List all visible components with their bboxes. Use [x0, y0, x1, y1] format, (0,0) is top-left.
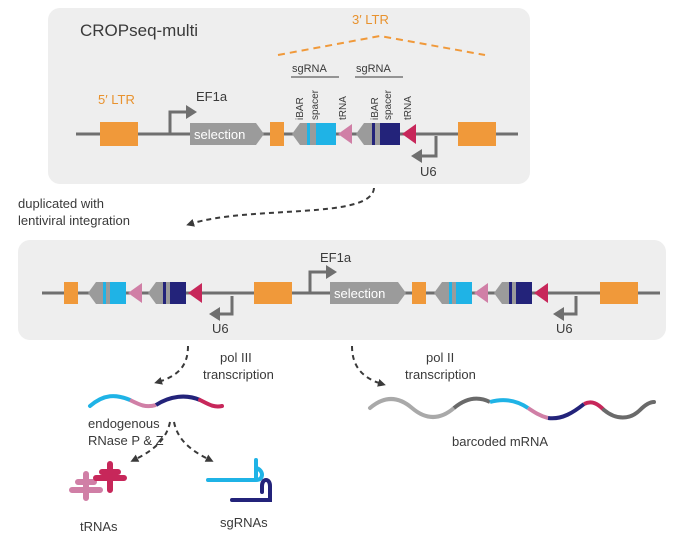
top-trna2 — [402, 124, 416, 144]
mrna-label: barcoded mRNA — [452, 434, 548, 449]
pol3-transcript-trna1 — [129, 398, 157, 409]
sgrna-navy-shape — [230, 478, 272, 502]
mrna-pink-segment — [526, 406, 549, 420]
pol3-transcript — [88, 394, 224, 409]
top-selection-label: selection — [194, 127, 245, 142]
middle-left-sgrna1-spacer — [110, 282, 126, 304]
middle-left-u6-arrowhead-icon — [209, 307, 220, 321]
trna-crimson-shape — [93, 461, 127, 493]
top-u6-label: U6 — [420, 164, 437, 179]
top-sgrna-label-2: sgRNA — [356, 63, 392, 75]
middle-right-sgrna2-ibar — [509, 282, 512, 304]
middle-selection-label: selection — [334, 286, 385, 301]
mrna-3prime-segment — [602, 400, 656, 420]
top-3ltr-wedge — [277, 34, 486, 56]
mrna-navy-segment — [547, 402, 586, 421]
pol3-label-line1: pol III — [220, 350, 252, 365]
top-5ltr-label: 5′ LTR — [98, 92, 135, 107]
middle-left-u6-label: U6 — [212, 321, 229, 336]
top-construct-panel: CROPseq-multi 3′ LTR 5′ LTR EF1a selecti… — [48, 8, 530, 184]
sgrna-products — [206, 458, 272, 502]
pol3-label-line2: transcription — [203, 367, 274, 382]
middle-right-sgrna2-spacer — [516, 282, 532, 304]
top-panel-background — [48, 8, 530, 184]
middle-right-u6-label: U6 — [556, 321, 573, 336]
top-3ltr-box — [458, 122, 496, 146]
middle-right-ltr — [600, 282, 638, 304]
trna-cloverleaf-crimson — [93, 461, 127, 493]
middle-left-u6-promoter-arrow-icon — [218, 296, 234, 316]
trna-pink-shape — [69, 471, 103, 501]
pol2-label-line2: transcription — [405, 367, 476, 382]
top-ibar-label-1: iBAR — [295, 97, 306, 120]
top-3ltr-label: 3′ LTR — [352, 12, 389, 27]
middle-right-u6-promoter-arrow-icon — [562, 296, 578, 316]
trna-cloverleaf-pink — [69, 471, 103, 501]
top-spacer-label-1: spacer — [310, 89, 321, 120]
middle-left-trna1 — [128, 283, 142, 303]
middle-selection-box — [330, 282, 406, 304]
mrna-crimson-segment — [583, 400, 606, 412]
middle-ef1a-label: EF1a — [320, 250, 352, 265]
processing-right-dashed-arrow-icon — [173, 421, 214, 462]
top-5ltr-box — [100, 122, 138, 146]
rnase-label-line1: endogenous — [88, 416, 160, 431]
middle-right-u6-arrowhead-icon — [553, 307, 564, 321]
middle-ef1a-arrowhead-icon — [326, 265, 337, 279]
pol3-transcript-spacer1 — [88, 394, 132, 408]
integrated-construct-panel: U6 EF1a selection U6 — [18, 240, 666, 340]
mrna-gray-segment — [452, 396, 491, 410]
mrna-cyan-segment — [489, 398, 530, 410]
pol3-dashed-curved-arrow-icon — [154, 345, 189, 385]
rnase-label-line2: RNase P & Z — [88, 433, 164, 448]
diagram-title: CROPseq-multi — [80, 21, 198, 40]
integration-caption-line1: duplicated with — [18, 196, 104, 211]
pol2-label-line1: pol II — [426, 350, 454, 365]
integration-caption-line2: lentiviral integration — [18, 213, 130, 228]
top-spacer-label-2: spacer — [383, 89, 394, 120]
middle-left-small-ltr — [64, 282, 78, 304]
top-ibar-label-2: iBAR — [370, 97, 381, 120]
middle-ef1a-promoter-arrow-icon — [308, 270, 328, 292]
top-sgrna1-spacer — [316, 123, 336, 145]
integration-dashed-curved-arrow-icon — [186, 187, 375, 227]
top-selection-box — [190, 123, 264, 145]
middle-right-small-ltr — [412, 282, 426, 304]
middle-right-sgrna1-spacer — [456, 282, 472, 304]
middle-right-trna2 — [534, 283, 548, 303]
trnas-label: tRNAs — [80, 519, 118, 534]
middle-left-sgrna2-ibar — [163, 282, 166, 304]
middle-right-sgrna1-ibar — [449, 282, 452, 304]
top-sgrna-label-1: sgRNA — [292, 63, 328, 75]
mrna-5prime-segment — [368, 397, 456, 419]
sgrna-cyan-shape — [206, 458, 264, 482]
top-ef1a-arrowhead-icon — [186, 105, 197, 119]
top-ef1a-promoter-arrow-icon — [168, 110, 188, 133]
top-ef1a-label: EF1a — [196, 89, 228, 104]
sgrnas-label: sgRNAs — [220, 515, 268, 530]
middle-left-trna2 — [188, 283, 202, 303]
top-trna-label-2: tRNA — [403, 96, 414, 120]
pol3-transcript-trna2 — [198, 398, 224, 409]
middle-right-trna1 — [474, 283, 488, 303]
processing-left-dashed-arrow-icon — [130, 421, 171, 462]
top-u6-promoter-arrow-icon — [420, 136, 438, 158]
top-trna-label-1: tRNA — [338, 96, 349, 120]
middle-central-ltr — [254, 282, 292, 304]
top-sgrna1-ibar — [307, 123, 310, 145]
top-u6-arrowhead-icon — [411, 149, 422, 163]
top-sgrna2-ibar — [372, 123, 375, 145]
top-trna1 — [338, 124, 352, 144]
top-sgrna2-spacer — [380, 123, 400, 145]
pol2-dashed-curved-arrow-icon — [351, 345, 386, 387]
barcoded-mrna — [368, 396, 656, 421]
middle-left-sgrna2-spacer — [170, 282, 186, 304]
middle-left-sgrna1-ibar — [103, 282, 106, 304]
pol3-transcript-spacer2 — [154, 394, 201, 407]
top-small-ltr-box — [270, 122, 284, 146]
